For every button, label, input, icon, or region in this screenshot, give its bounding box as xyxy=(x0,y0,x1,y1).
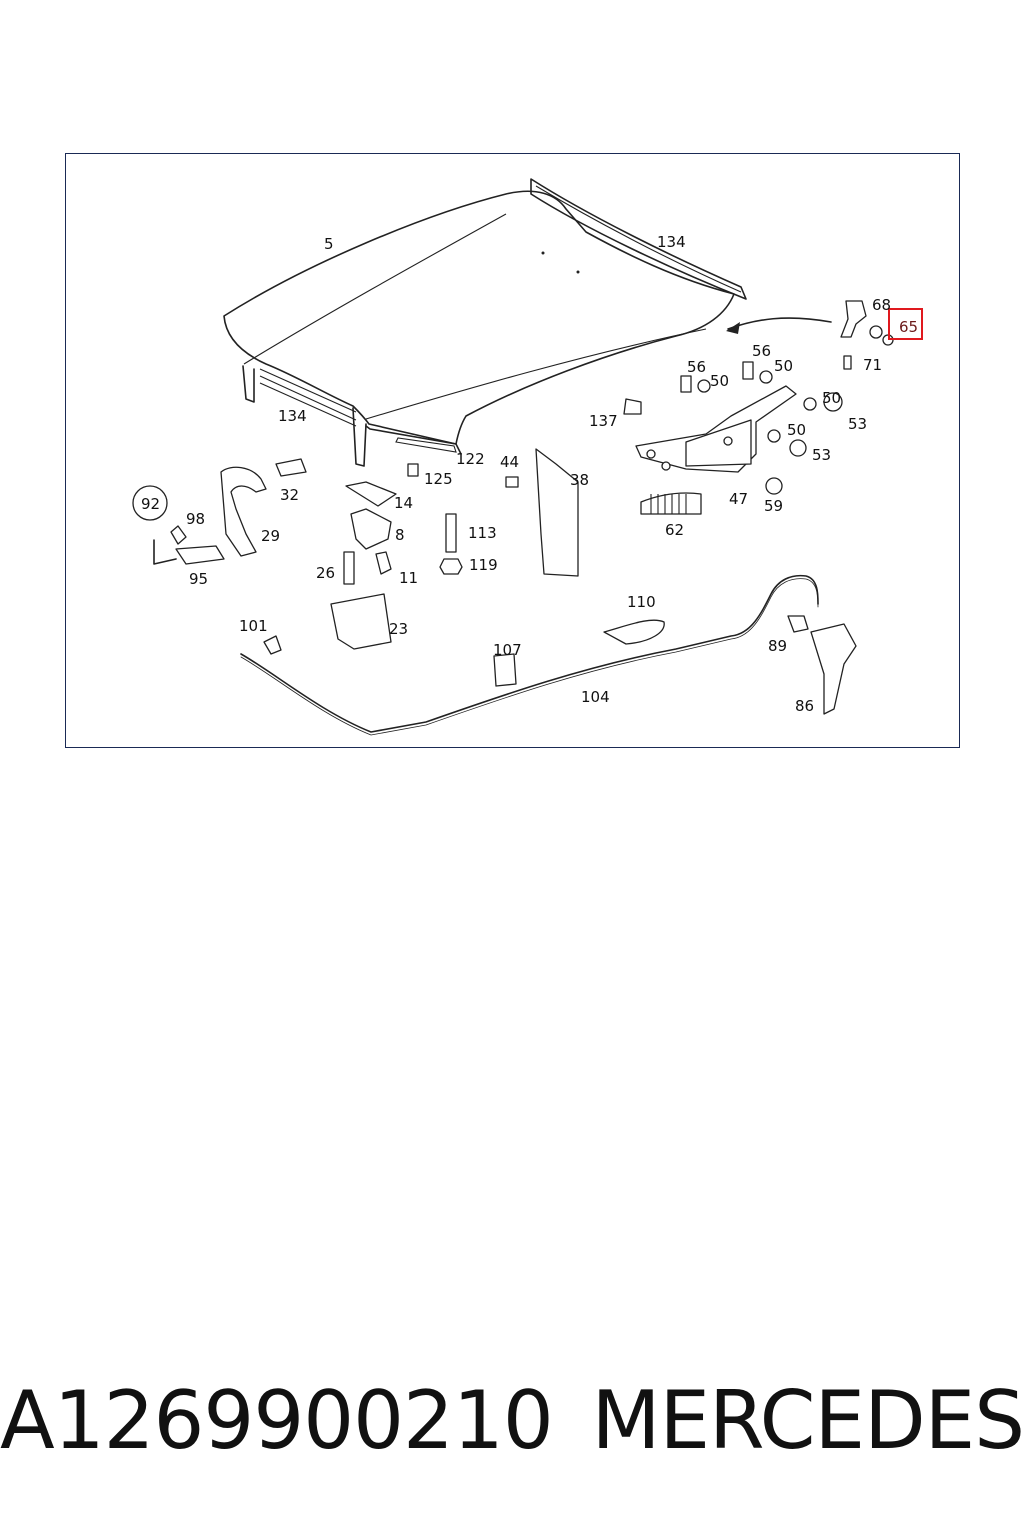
part-label: 50 xyxy=(822,389,841,407)
parts-diagram-drawing: 5 134 134 68 65 71 56 56 50 50 50 50 53 … xyxy=(132,178,923,736)
part-label: 29 xyxy=(261,527,280,545)
part-label: 71 xyxy=(863,356,882,374)
part-label: 50 xyxy=(710,372,729,390)
part-label: 113 xyxy=(468,524,497,542)
part-number: A1269900210 xyxy=(0,1373,554,1467)
part-label: 44 xyxy=(500,453,519,471)
part-label: 62 xyxy=(665,521,684,539)
latch-parts xyxy=(153,448,579,650)
part-label: 89 xyxy=(768,637,787,655)
hood-panel xyxy=(223,178,832,467)
part-label: 104 xyxy=(581,688,610,706)
part-label: 11 xyxy=(399,569,418,587)
part-label: 107 xyxy=(493,641,522,659)
part-label: 134 xyxy=(657,233,686,251)
part-label: 101 xyxy=(239,617,268,635)
part-label: 59 xyxy=(764,497,783,515)
part-label: 98 xyxy=(186,510,205,528)
part-label: 125 xyxy=(424,470,453,488)
part-label: 95 xyxy=(189,570,208,588)
part-label: 38 xyxy=(570,471,589,489)
part-label: 32 xyxy=(280,486,299,504)
part-label-highlighted: 65 xyxy=(899,318,918,336)
part-label: 86 xyxy=(795,697,814,715)
part-label: 134 xyxy=(278,407,307,425)
part-label: 53 xyxy=(812,446,831,464)
footer: A1269900210 MERCEDES xyxy=(0,1370,1024,1470)
part-label: 47 xyxy=(729,490,748,508)
release-cable xyxy=(240,574,857,736)
part-label: 50 xyxy=(787,421,806,439)
part-label: 23 xyxy=(389,620,408,638)
part-label: 26 xyxy=(316,564,335,582)
label-92-circle xyxy=(132,485,168,521)
hinge-assembly xyxy=(623,300,894,515)
part-label: 50 xyxy=(774,357,793,375)
part-label: 92 xyxy=(141,495,160,513)
part-label: 53 xyxy=(848,415,867,433)
part-label: 5 xyxy=(324,235,334,253)
part-label: 56 xyxy=(752,342,771,360)
brand-name: MERCEDES xyxy=(591,1373,1024,1467)
parts-diagram: 5 134 134 68 65 71 56 56 50 50 50 50 53 … xyxy=(65,153,960,748)
part-label: 8 xyxy=(395,526,405,544)
part-label: 68 xyxy=(872,296,891,314)
part-label: 137 xyxy=(589,412,618,430)
part-label: 56 xyxy=(687,358,706,376)
highlight-box-65 xyxy=(888,308,923,340)
part-label: 122 xyxy=(456,450,485,468)
part-label: 119 xyxy=(469,556,498,574)
part-label: 110 xyxy=(627,593,656,611)
part-label: 14 xyxy=(394,494,413,512)
